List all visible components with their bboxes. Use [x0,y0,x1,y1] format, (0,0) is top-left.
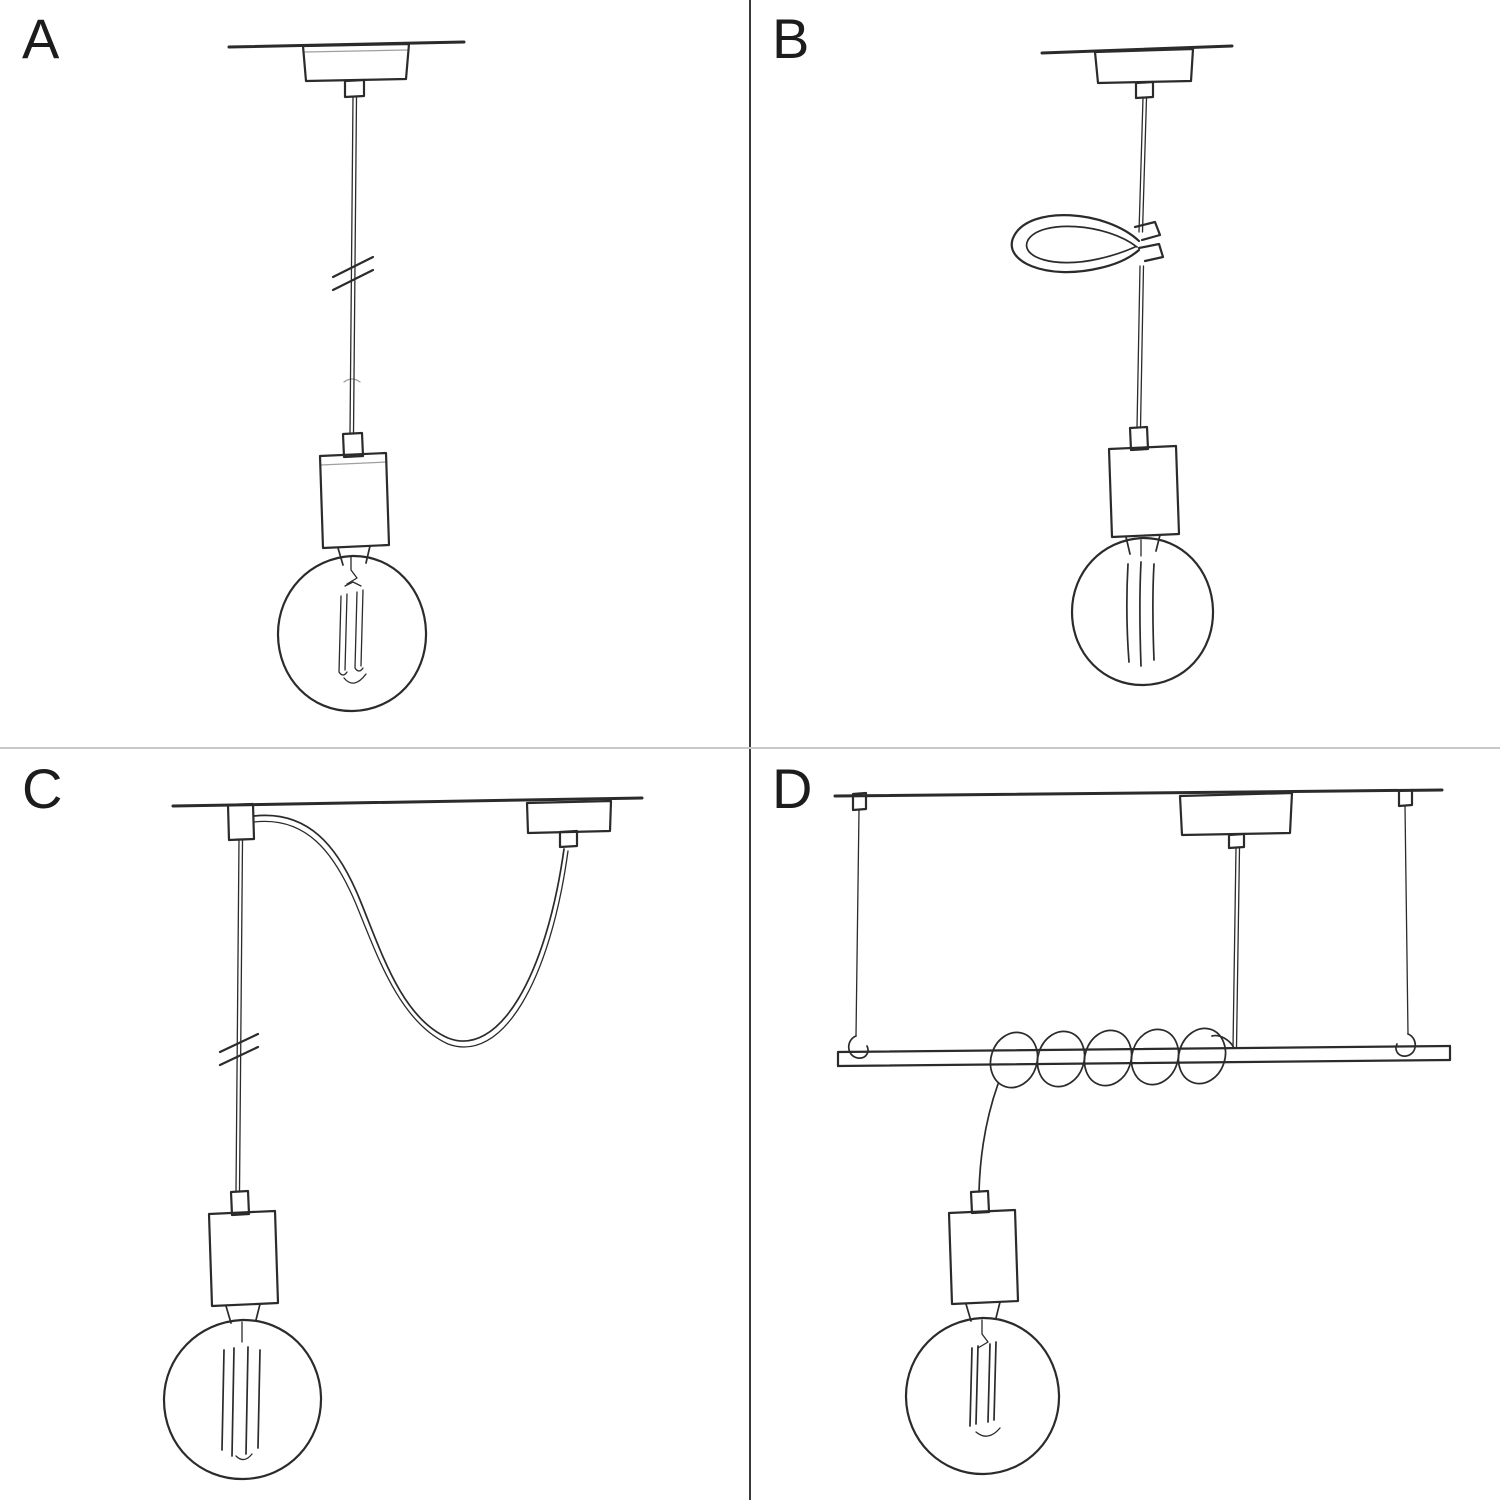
bulb-filament [969,1319,1001,1437]
panel-a: A [0,0,750,750]
ceiling-canopy [301,42,411,99]
panel-label-b: B [772,7,812,70]
ceiling-canopy [525,799,613,849]
ceiling-line [833,788,1444,798]
panel-label-a: A [22,7,62,70]
lamp-holder [947,1189,1020,1306]
panel-b: B [750,0,1500,750]
panel-c: C [0,750,750,1500]
bulb-filament [338,555,367,684]
cable-length-marks [218,1032,260,1067]
swag-cable [253,814,569,1048]
pendant-cable [1232,847,1241,1049]
pendant-cable-with-loop-clip-sketch [1010,44,1234,687]
pendant-swag-two-ceiling-points-sketch [162,796,644,1481]
bulb-filament [221,1321,261,1461]
cable-length-marks [331,255,375,292]
pendant-straight-cable-sketch [227,40,466,713]
pendant-cable [1136,97,1148,429]
light-bulb [904,1301,1061,1476]
light-bulb [162,1303,323,1481]
grid-divider-horizontal [0,747,1500,749]
bulb-filament [1126,539,1155,667]
panel-label-d: D [772,757,815,820]
ceiling-line [1040,44,1234,55]
cable-loop-clip [1010,214,1165,274]
pendant-cable [235,839,244,1193]
ceiling-canopy [1178,791,1294,850]
cable-coil [978,1027,1235,1193]
panel-d: D [750,750,1500,1500]
panel-label-c: C [22,757,65,820]
light-bulb [276,545,428,713]
lamp-holder [1107,425,1181,539]
suspension-wire-left [847,791,869,1059]
lamp-holder [318,431,391,550]
ceiling-canopy [1093,47,1195,100]
lamp-holder [207,1189,280,1308]
suspension-wire-right [1395,788,1417,1057]
swag-cable-holder [226,802,256,842]
light-bulb [1070,534,1215,687]
grid-divider-vertical [749,0,751,1500]
pendant-cable-coiled-on-suspended-bar-sketch [833,788,1452,1476]
hanging-bar [836,1044,1452,1068]
